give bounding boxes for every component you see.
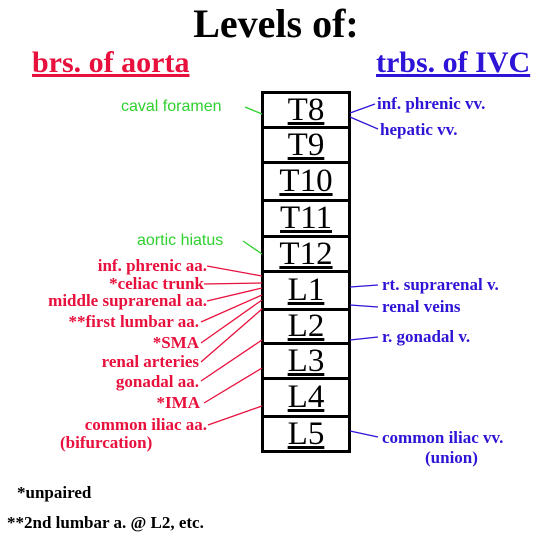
footnote-unpaired: *unpaired — [17, 483, 92, 502]
common-iliac-aa-leader — [207, 405, 263, 426]
sma-label: *SMA — [152, 333, 199, 352]
sma-leader — [200, 299, 263, 344]
vertebra-label: L3 — [287, 342, 325, 379]
r-gonadal-v-label: r. gonadal v. — [382, 327, 471, 346]
page-title: Levels of: — [193, 1, 359, 46]
celiac-trunk-label: *celiac trunk — [109, 274, 204, 293]
vertebra-label: T10 — [279, 163, 333, 199]
vertebra-label: L4 — [287, 379, 325, 415]
vertebra-label: L5 — [287, 415, 325, 452]
gonadal-v-leader — [349, 336, 379, 341]
footnote-lumbar: **2nd lumbar a. @ L2, etc. — [7, 513, 204, 532]
first-lumbar-leader — [200, 294, 263, 323]
vertebra-t10: T10 — [261, 161, 351, 202]
rt-suprarenal-v-label: rt. suprarenal v. — [382, 275, 499, 294]
inf-phrenic-vv-label: inf. phrenic vv. — [377, 94, 486, 113]
rt-suprarenal-leader — [349, 284, 379, 288]
aortic-leader — [242, 240, 263, 255]
renal-veins-label: renal veins — [382, 297, 461, 316]
aortic-hiatus-label: aortic hiatus — [137, 232, 224, 249]
hepatic-leader — [349, 116, 379, 130]
renal-veins-leader — [349, 304, 379, 308]
vertebra-label: T11 — [280, 200, 332, 236]
inf-phrenic-aa-leader — [206, 265, 263, 277]
common-iliac-vv-label: common iliac vv. — [382, 428, 504, 447]
aorta-header: brs. of aorta — [32, 46, 190, 79]
bifurcation-label: (bifurcation) — [60, 433, 153, 452]
inf-phrenic-vv-leader — [349, 103, 376, 114]
first-lumbar-aa-label: **first lumbar aa. — [68, 312, 200, 331]
vertebra-l5: L5 — [261, 415, 351, 453]
vertebra-label: L2 — [287, 308, 325, 344]
common-iliac-aa-label: common iliac aa. — [84, 415, 207, 434]
middle-suprarenal-aa-label: middle suprarenal aa. — [48, 291, 207, 310]
union-label: (union) — [425, 448, 478, 467]
gonadal-aa-leader — [200, 339, 263, 382]
inf-phrenic-aa-label: inf. phrenic aa. — [97, 256, 207, 275]
vertebra-label: T12 — [279, 235, 333, 272]
vertebra-label: T8 — [287, 91, 325, 128]
caval-leader — [244, 106, 263, 115]
ivc-header: trbs. of IVC — [376, 46, 531, 79]
hepatic-vv-label: hepatic vv. — [380, 120, 458, 139]
renal-arteries-leader — [200, 308, 263, 363]
celiac-leader — [203, 282, 263, 285]
common-iliac-vv-leader — [349, 430, 379, 438]
vertebra-label: L1 — [287, 272, 325, 308]
mid-suprarenal-leader — [206, 287, 263, 302]
ima-label: *IMA — [156, 393, 200, 412]
vertebra-l4: L4 — [261, 377, 351, 418]
renal-arteries-label: renal arteries — [101, 352, 199, 371]
gonadal-aa-label: gonadal aa. — [115, 372, 199, 391]
vertebra-label: T9 — [287, 126, 325, 163]
caval-foramen-label: caval foramen — [121, 98, 222, 115]
vertebra-t12: T12 — [261, 235, 351, 273]
ima-leader — [203, 367, 263, 404]
